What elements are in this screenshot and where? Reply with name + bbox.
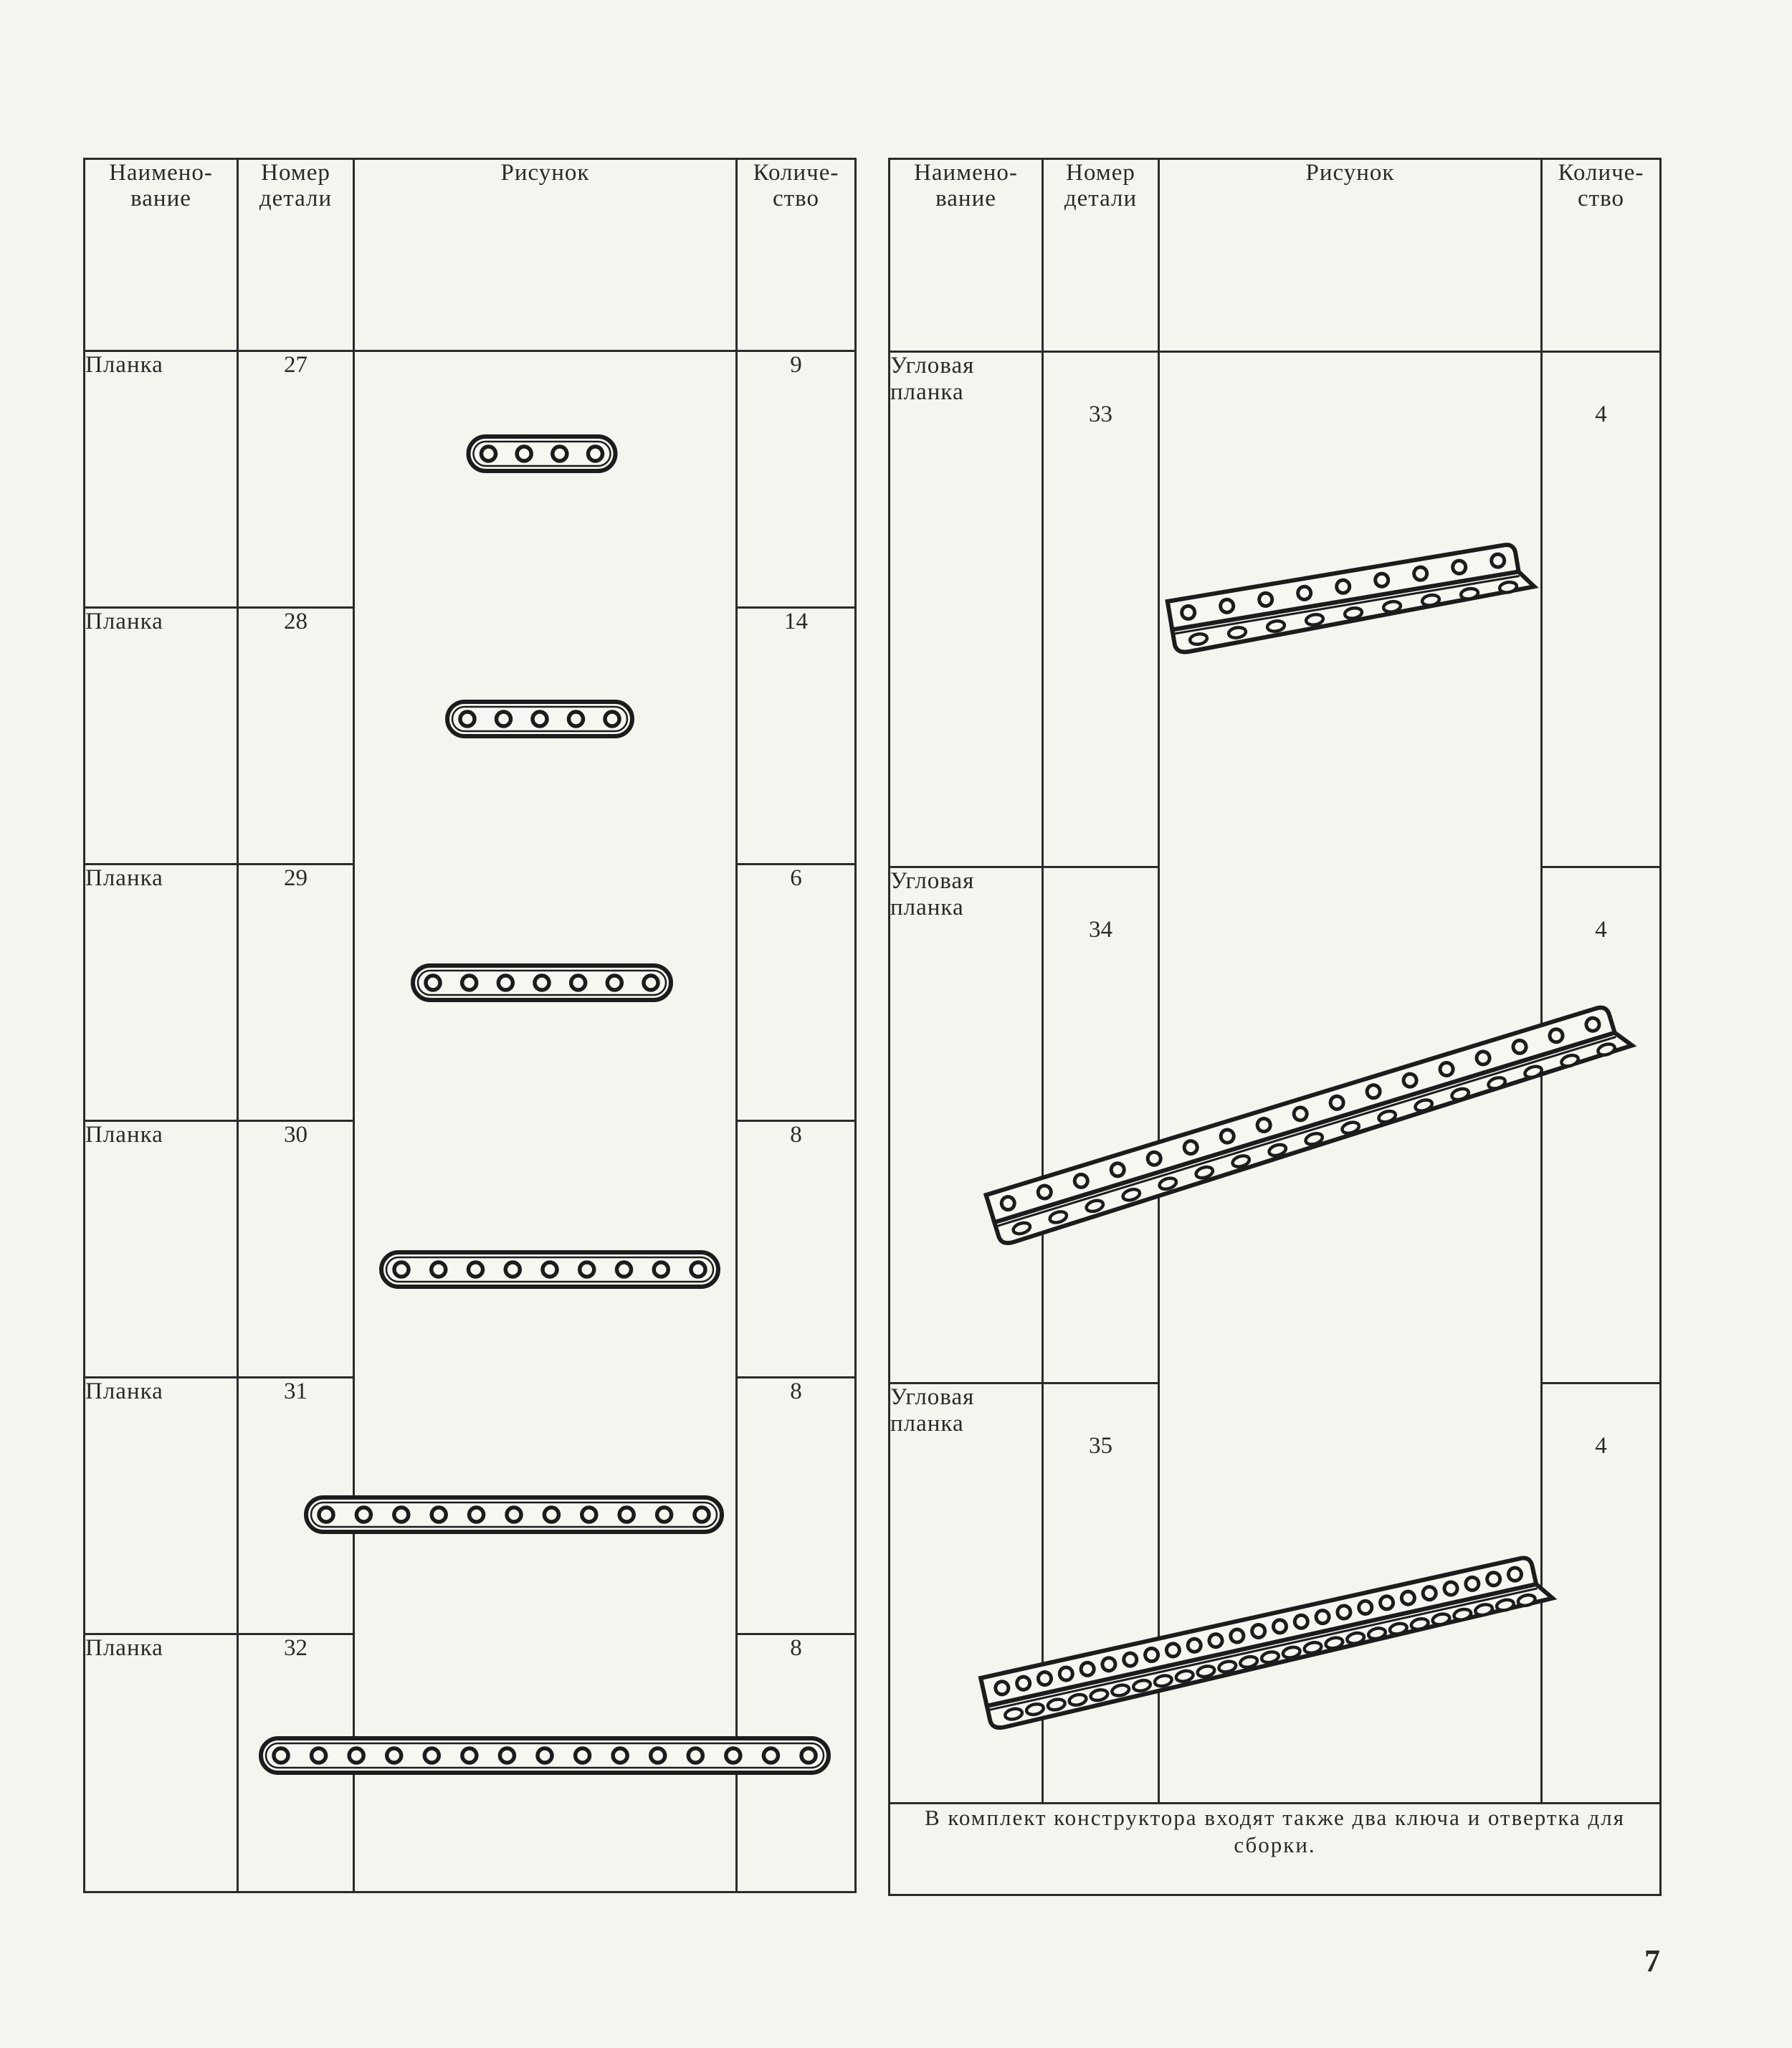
part-number: 29	[237, 863, 355, 1122]
footer-row: В комплект конструктора входят также два…	[888, 1801, 1662, 1897]
part-name: Планка	[83, 863, 239, 1122]
part-quantity: 8	[735, 1376, 857, 1635]
header-picture: Рисунок	[353, 158, 738, 352]
table-row: Планка 30 8	[83, 1120, 857, 1378]
part-quantity: 4	[1540, 350, 1662, 869]
part-number: 34	[1042, 866, 1160, 1385]
part-number: 33	[1042, 350, 1160, 869]
part-name: Угловая планка	[888, 866, 1044, 1385]
header-number: Номер детали	[237, 158, 355, 352]
footer-note: В комплект конструктора входят также два…	[888, 1801, 1662, 1897]
table-row: Угловая планка 33 4	[888, 350, 1662, 1804]
part-number: 35	[1042, 1382, 1160, 1804]
part-name: Угловая планка	[888, 350, 1044, 869]
part-number: 28	[237, 606, 355, 865]
picture-column	[1158, 350, 1543, 1804]
page-number: 7	[1644, 1943, 1660, 1978]
part-number: 30	[237, 1120, 355, 1378]
table-row: Планка 28 14	[83, 606, 857, 865]
part-quantity: 4	[1540, 1382, 1662, 1804]
table-header-row: Наимено-вание Номер детали Рисунок Колич…	[888, 158, 1662, 353]
header-picture: Рисунок	[1158, 158, 1543, 353]
part-name: Угловая планка	[888, 1382, 1044, 1804]
header-quantity: Количе-ство	[1540, 158, 1662, 353]
part-number: 27	[237, 350, 355, 609]
header-number: Номер детали	[1042, 158, 1160, 353]
part-number: 31	[237, 1376, 355, 1635]
parts-table-left: Наимено-вание Номер детали Рисунок Колич…	[83, 158, 857, 1893]
part-name: Планка	[83, 606, 239, 865]
parts-table-right: Наимено-вание Номер детали Рисунок Колич…	[888, 158, 1662, 1897]
part-quantity: 8	[735, 1633, 857, 1893]
part-quantity: 8	[735, 1120, 857, 1378]
table-header-row: Наимено-вание Номер детали Рисунок Колич…	[83, 158, 857, 352]
part-quantity: 9	[735, 350, 857, 609]
table-row: Планка 27 9	[83, 350, 857, 1893]
part-quantity: 14	[735, 606, 857, 865]
header-quantity: Количе-ство	[735, 158, 857, 352]
part-quantity: 6	[735, 863, 857, 1122]
part-quantity: 4	[1540, 866, 1662, 1385]
part-name: Планка	[83, 350, 239, 609]
part-number: 32	[237, 1633, 355, 1893]
part-name: Планка	[83, 1120, 239, 1378]
part-name: Планка	[83, 1633, 239, 1893]
picture-column	[353, 350, 738, 1893]
table-row: Планка 29 6	[83, 863, 857, 1122]
part-name: Планка	[83, 1376, 239, 1635]
header-name: Наимено-вание	[83, 158, 239, 352]
header-name: Наимено-вание	[888, 158, 1044, 353]
